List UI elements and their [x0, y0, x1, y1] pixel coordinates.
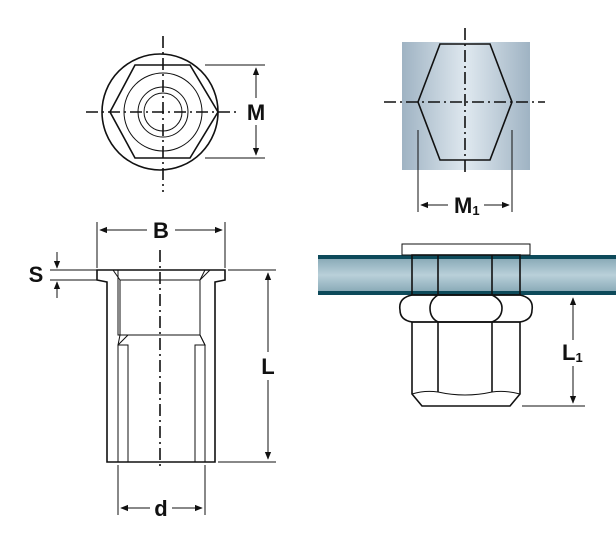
sheet-plate	[318, 255, 616, 295]
section-view: B S L d	[29, 218, 276, 521]
label-M1: M1	[454, 193, 480, 218]
hex-body	[411, 321, 521, 407]
flange	[401, 243, 531, 256]
installed-view: L1	[318, 243, 616, 407]
hex-hole-view: M1	[384, 28, 545, 218]
nut-body-section	[96, 269, 226, 463]
end-view: M	[86, 36, 265, 192]
label-d: d	[154, 496, 167, 521]
bulge	[398, 294, 534, 323]
material-sheet	[402, 42, 530, 170]
label-M: M	[247, 100, 265, 125]
label-L: L	[261, 354, 274, 379]
label-L1: L1	[562, 340, 583, 365]
label-B: B	[153, 218, 169, 243]
label-S: S	[29, 262, 44, 287]
